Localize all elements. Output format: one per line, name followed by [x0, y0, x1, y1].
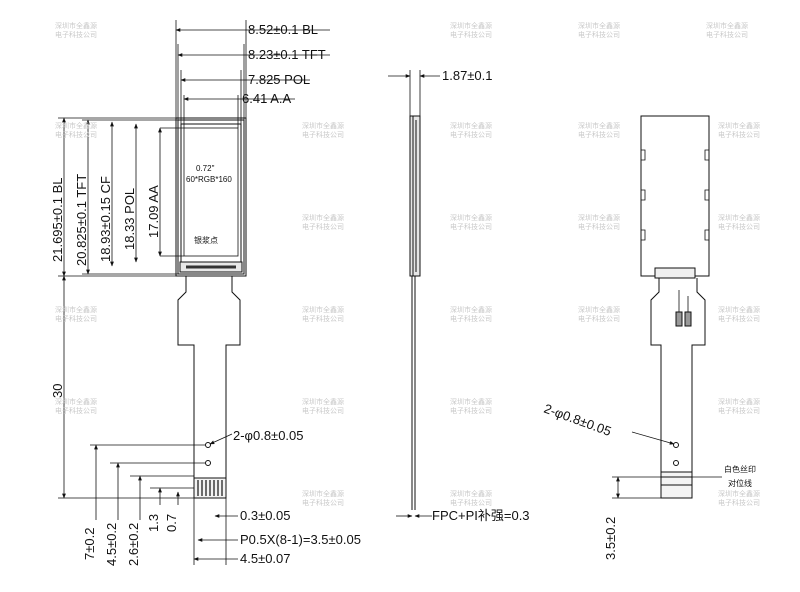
- svg-text:深圳市全鑫源: 深圳市全鑫源: [718, 305, 760, 314]
- svg-text:电子科技公司: 电子科技公司: [578, 314, 620, 323]
- marker-label-line-1: 白色丝印: [724, 464, 756, 474]
- dim-1-3: 1.3: [146, 514, 161, 532]
- svg-text:深圳市全鑫源: 深圳市全鑫源: [55, 21, 97, 30]
- svg-text:深圳市全鑫源: 深圳市全鑫源: [578, 213, 620, 222]
- active-area: [183, 127, 239, 257]
- svg-text:深圳市全鑫源: 深圳市全鑫源: [302, 121, 344, 130]
- dim-cf-height: 18.93±0.15 CF: [98, 176, 113, 262]
- dim-4-5: 4.5±0.2: [104, 523, 119, 566]
- svg-text:电子科技公司: 电子科技公司: [55, 314, 97, 323]
- svg-text:电子科技公司: 电子科技公司: [302, 314, 344, 323]
- side-view: [388, 70, 440, 518]
- watermark-grid: 深圳市全鑫源 电子科技公司 深圳市全鑫源 电子科技公司 深圳市全鑫源 电子科技公…: [55, 21, 760, 507]
- back-hole-callout: 2-φ0.8±0.05: [542, 401, 613, 439]
- front-view: [58, 20, 330, 565]
- svg-text:电子科技公司: 电子科技公司: [55, 406, 97, 415]
- svg-text:深圳市全鑫源: 深圳市全鑫源: [450, 21, 492, 30]
- svg-text:深圳市全鑫源: 深圳市全鑫源: [450, 213, 492, 222]
- svg-text:深圳市全鑫源: 深圳市全鑫源: [718, 213, 760, 222]
- svg-text:电子科技公司: 电子科技公司: [302, 406, 344, 415]
- svg-text:深圳市全鑫源: 深圳市全鑫源: [450, 489, 492, 498]
- svg-text:电子科技公司: 电子科技公司: [55, 30, 97, 39]
- svg-text:电子科技公司: 电子科技公司: [450, 498, 492, 507]
- svg-text:深圳市全鑫源: 深圳市全鑫源: [578, 121, 620, 130]
- svg-text:电子科技公司: 电子科技公司: [450, 314, 492, 323]
- hole-1: [205, 442, 211, 448]
- svg-text:电子科技公司: 电子科技公司: [718, 130, 760, 139]
- screen-size-label: 0.72": [196, 164, 215, 173]
- svg-text:深圳市全鑫源: 深圳市全鑫源: [302, 397, 344, 406]
- svg-text:电子科技公司: 电子科技公司: [578, 222, 620, 231]
- svg-text:深圳市全鑫源: 深圳市全鑫源: [450, 305, 492, 314]
- svg-text:电子科技公司: 电子科技公司: [450, 130, 492, 139]
- svg-text:电子科技公司: 电子科技公司: [450, 30, 492, 39]
- back-view: [612, 115, 722, 499]
- dim-tft-width: 8.23±0.1 TFT: [248, 47, 326, 62]
- svg-text:电子科技公司: 电子科技公司: [706, 30, 748, 39]
- dim-thickness: 1.87±0.1: [442, 68, 493, 83]
- dim-tail-width: 4.5±0.07: [240, 551, 291, 566]
- front-hole-callout: 2-φ0.8±0.05: [233, 428, 304, 443]
- svg-text:深圳市全鑫源: 深圳市全鑫源: [302, 213, 344, 222]
- svg-text:深圳市全鑫源: 深圳市全鑫源: [578, 305, 620, 314]
- svg-text:电子科技公司: 电子科技公司: [450, 406, 492, 415]
- svg-text:电子科技公司: 电子科技公司: [302, 498, 344, 507]
- svg-text:电子科技公司: 电子科技公司: [578, 130, 620, 139]
- back-module-body: [640, 115, 710, 277]
- dim-pol-width: 7.825 POL: [248, 72, 310, 87]
- dim-0-7: 0.7: [164, 514, 179, 532]
- dim-aa-height: 17.09 AA: [146, 185, 161, 238]
- dim-pitch: P0.5X(8-1)=3.5±0.05: [240, 532, 361, 547]
- svg-text:深圳市全鑫源: 深圳市全鑫源: [578, 21, 620, 30]
- svg-text:电子科技公司: 电子科技公司: [55, 130, 97, 139]
- silver-dot-label: 银浆点: [194, 235, 218, 245]
- dim-tft-height: 20.825±0.1 TFT: [74, 174, 89, 266]
- side-module-body: [409, 115, 421, 277]
- dim-back-offset: 3.5±0.2: [603, 517, 618, 560]
- hole-2: [205, 460, 211, 466]
- dim-bl-width: 8.52±0.1 BL: [248, 22, 318, 37]
- dim-fpc-length: 30: [50, 384, 65, 398]
- svg-text:深圳市全鑫源: 深圳市全鑫源: [55, 397, 97, 406]
- dim-stiffener: FPC+PI补强=0.3: [432, 508, 530, 523]
- svg-text:深圳市全鑫源: 深圳市全鑫源: [718, 397, 760, 406]
- svg-text:深圳市全鑫源: 深圳市全鑫源: [55, 305, 97, 314]
- svg-text:深圳市全鑫源: 深圳市全鑫源: [706, 21, 748, 30]
- svg-text:电子科技公司: 电子科技公司: [302, 130, 344, 139]
- tft-outline: [177, 119, 245, 275]
- svg-text:深圳市全鑫源: 深圳市全鑫源: [718, 121, 760, 130]
- svg-text:深圳市全鑫源: 深圳市全鑫源: [302, 305, 344, 314]
- svg-text:电子科技公司: 电子科技公司: [718, 222, 760, 231]
- svg-text:电子科技公司: 电子科技公司: [718, 498, 760, 507]
- svg-text:电子科技公司: 电子科技公司: [718, 314, 760, 323]
- svg-text:电子科技公司: 电子科技公司: [578, 30, 620, 39]
- dim-pad-width: 0.3±0.05: [240, 508, 291, 523]
- dim-2-6: 2.6±0.2: [126, 523, 141, 566]
- svg-text:电子科技公司: 电子科技公司: [450, 222, 492, 231]
- svg-text:深圳市全鑫源: 深圳市全鑫源: [302, 489, 344, 498]
- fpc-outline: [177, 276, 241, 499]
- svg-text:深圳市全鑫源: 深圳市全鑫源: [450, 121, 492, 130]
- svg-text:电子科技公司: 电子科技公司: [302, 222, 344, 231]
- dim-aa-width: 6.41 A.A: [242, 91, 291, 106]
- dim-bl-height: 21.695±0.1 BL: [50, 178, 65, 262]
- svg-text:深圳市全鑫源: 深圳市全鑫源: [718, 489, 760, 498]
- svg-text:电子科技公司: 电子科技公司: [718, 406, 760, 415]
- svg-text:深圳市全鑫源: 深圳市全鑫源: [450, 397, 492, 406]
- resolution-label: 60*RGB*160: [186, 175, 232, 184]
- svg-text:深圳市全鑫源: 深圳市全鑫源: [55, 121, 97, 130]
- dim-pol-height: 18.33 POL: [122, 188, 137, 250]
- dim-7: 7±0.2: [82, 528, 97, 560]
- marker-label-line-2: 对位线: [728, 478, 752, 488]
- bl-outline: [175, 117, 247, 277]
